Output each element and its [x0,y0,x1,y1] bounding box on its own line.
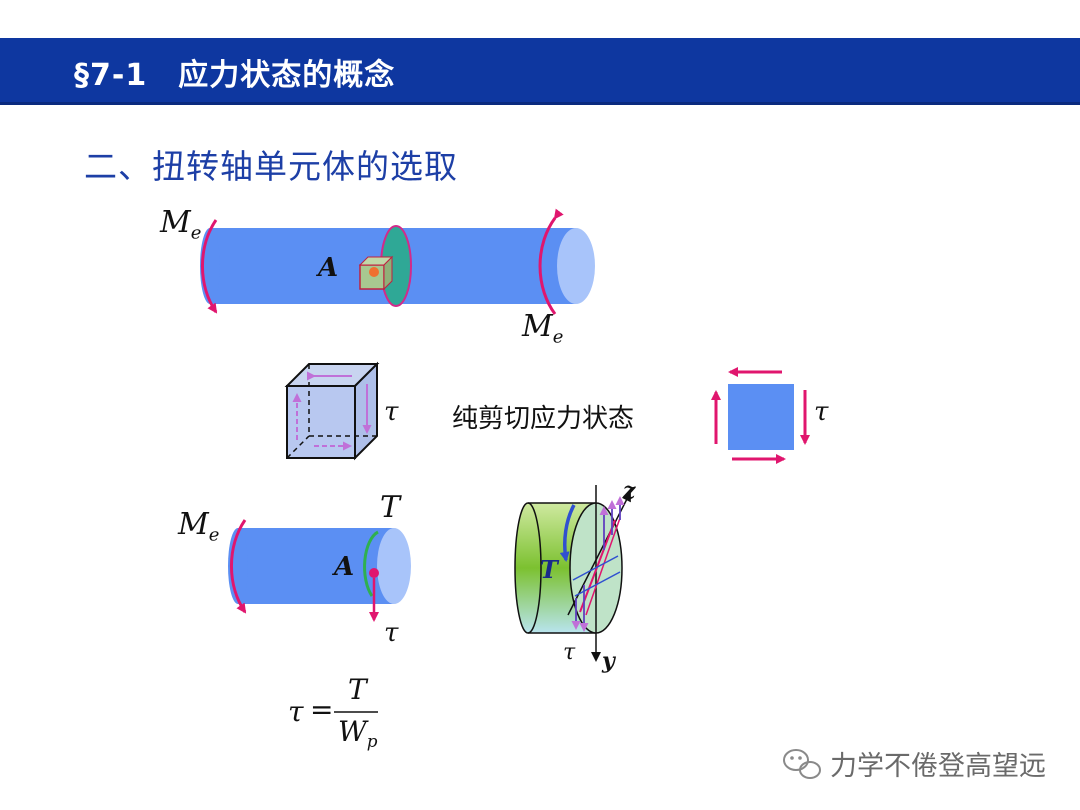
moment-arrow-left [201,219,218,314]
pure-shear-square [711,367,810,464]
tau-label-cube: τ [384,397,399,427]
tau-label-bottom: τ [384,618,399,648]
axis-y-label: y [602,648,615,674]
section-subtitle: 二、扭转轴单元体的选取 [84,147,458,186]
element-cube-small [358,255,394,291]
moment-label-top-left: Me [160,205,202,244]
torque-label: T [380,490,401,525]
moment-label-bottom: Me [178,507,220,546]
moment-arrow-bottom [230,519,247,614]
title-bar: §7-1 应力状态的概念 [0,38,1080,105]
axis-z-label: z [623,478,636,504]
formula-denominator: Wp [338,715,378,751]
formula-numerator: T [348,673,367,706]
wechat-icon [783,749,821,779]
moment-arrow-right [538,208,564,315]
shaft-top [200,208,595,315]
slide-title: §7-1 应力状态的概念 [74,58,396,93]
formula-equals: = [310,693,334,726]
pure-shear-label: 纯剪切应力状态 [452,404,635,434]
element-cube [284,361,380,461]
tau-label-disk: τ [563,640,576,665]
watermark-text: 力学不倦登高望远 [830,751,1046,782]
disk-section [514,485,631,662]
moment-label-top-right: Me [522,309,564,348]
point-a-label-top: A [318,253,339,283]
point-a-label-bottom: A [334,552,355,582]
tau-label-square: τ [814,397,829,427]
shaft-bottom [228,519,411,622]
torque-label-disk: T [540,555,558,584]
formula-lhs: τ [288,695,304,728]
